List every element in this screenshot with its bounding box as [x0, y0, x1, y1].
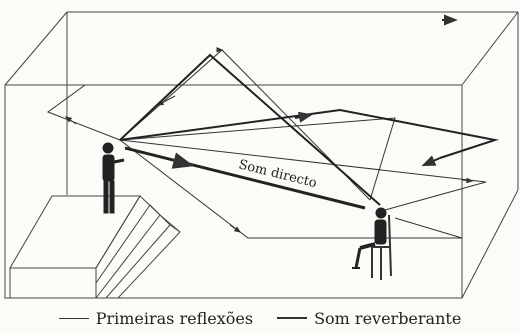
reverb-arrow-right [421, 155, 441, 167]
legend-early-reflections: Primeiras reflexões [58, 308, 254, 328]
reflection-left [46, 84, 121, 141]
room-walls [4, 11, 519, 299]
reverberant-sound [119, 14, 499, 206]
legend-thick-line [277, 317, 308, 319]
reflection-floor [119, 139, 463, 239]
reflection-arrow-right [461, 177, 474, 184]
legend-reverberant-label: Som reverberante [314, 308, 462, 328]
reverb-path-1 [119, 53, 381, 206]
reflection-ceiling [119, 47, 371, 201]
reverb-path-2 [119, 108, 499, 159]
chair [371, 214, 392, 280]
top-right-edge [461, 11, 519, 86]
legend-early-reflections-label: Primeiras reflexões [95, 308, 254, 328]
bottom-right-edge [461, 189, 519, 299]
listener-figure [352, 207, 387, 269]
reflection-back-right [119, 117, 396, 201]
direct-sound-path [124, 146, 366, 210]
reflection-far-right [119, 139, 487, 211]
speaker-figure [102, 142, 125, 214]
legend-reverberant: Som reverberante [277, 309, 461, 328]
direct-arrow [171, 152, 195, 169]
top-left-edge [4, 11, 68, 86]
early-reflections [46, 47, 487, 239]
legend-thin-line [58, 317, 89, 319]
legend: Primeiras reflexões Som reverberante [0, 305, 520, 331]
reflection-arrow-mid [156, 95, 176, 106]
reverb-arrow-upper [294, 111, 313, 123]
reflection-arrow-left [64, 116, 77, 125]
reflection-arrow-floor [229, 224, 242, 233]
stage [9, 195, 181, 299]
